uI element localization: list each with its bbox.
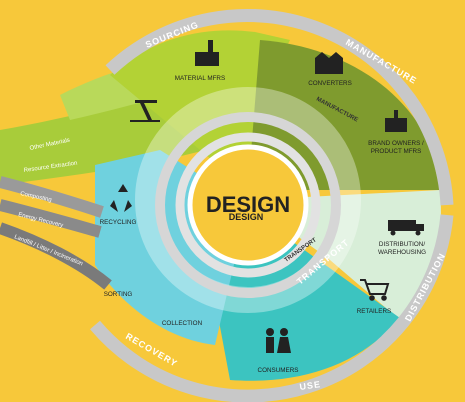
stage-sorting: SORTING — [104, 291, 133, 298]
truck-icon — [388, 220, 424, 236]
consumers-icon — [266, 328, 291, 353]
outer-ring-lower — [90, 214, 454, 402]
output-stream-energy — [0, 199, 102, 238]
shopping-cart-icon — [360, 279, 390, 301]
factory-icon — [195, 40, 219, 66]
input-swirl — [0, 95, 205, 185]
center-title: DESIGN — [206, 192, 290, 217]
stage-consumers: CONSUMERS — [258, 367, 299, 374]
stage-collection: COLLECTION — [162, 320, 203, 327]
inner-ring-2 — [175, 132, 321, 278]
stage-brand-owners-line2: PRODUCT MFRS — [371, 148, 422, 155]
outer-ring — [105, 8, 454, 206]
stage-converters: CONVERTERS — [308, 80, 352, 87]
design-center — [187, 144, 309, 266]
oil-pump-icon — [130, 100, 160, 122]
stage-distribution-line1: DISTRIBUTION/ — [379, 241, 425, 248]
center-title-echo: DESIGN — [229, 212, 264, 222]
stage-retailers: RETAILERS — [357, 308, 392, 315]
inner-ring-1 — [155, 112, 341, 298]
output-landfill: Landfill / Litter / Incineration — [13, 234, 83, 267]
stage-recycling: RECYCLING — [100, 219, 137, 226]
output-stream-landfill — [0, 222, 112, 290]
output-stream-composting — [0, 176, 104, 218]
stage-brand-owners-line1: BRAND OWNERS / — [368, 140, 424, 147]
recycle-icon — [110, 184, 132, 212]
brand-owner-factory-icon — [385, 110, 407, 132]
ring-label-use: USE — [299, 379, 322, 392]
converter-factory-icon — [315, 52, 343, 74]
stage-material-mfrs: MATERIAL MFRS — [175, 75, 225, 82]
stage-distribution-line2: WAREHOUSING — [378, 249, 426, 256]
inner-cycle — [135, 87, 362, 313]
